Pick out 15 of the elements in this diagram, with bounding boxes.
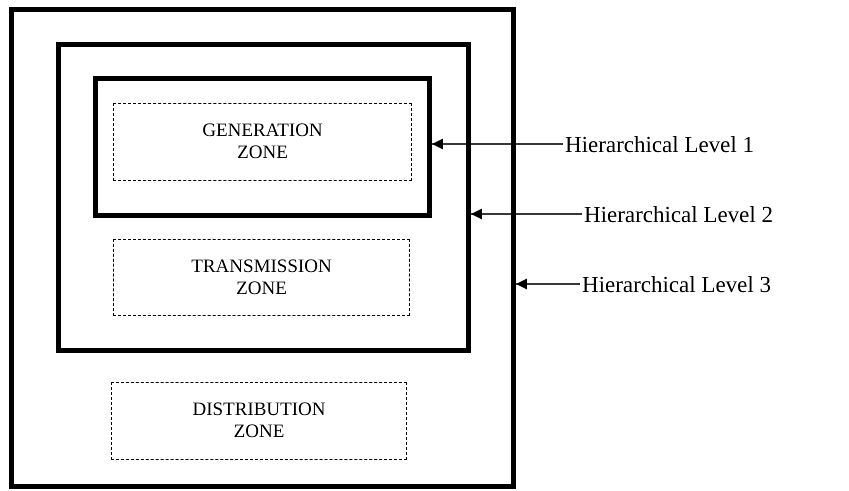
arrow [471,208,582,220]
level-label: Hierarchical Level 1 [565,131,845,157]
zone-frame [56,42,471,353]
zone-frame [9,7,516,489]
arrow [432,138,563,150]
zone-box [113,103,412,181]
zone-name: TRANSMISSION ZONE [190,256,333,300]
level-label: Hierarchical Level 2 [584,201,846,227]
zone-box [111,382,407,460]
zone-box [113,239,410,316]
level-label: Hierarchical Level 3 [582,271,844,297]
zone-name: GENERATION ZONE [201,120,324,164]
zone-frame [93,76,432,218]
arrow [516,278,580,290]
zone-name: DISTRIBUTION ZONE [192,399,326,443]
